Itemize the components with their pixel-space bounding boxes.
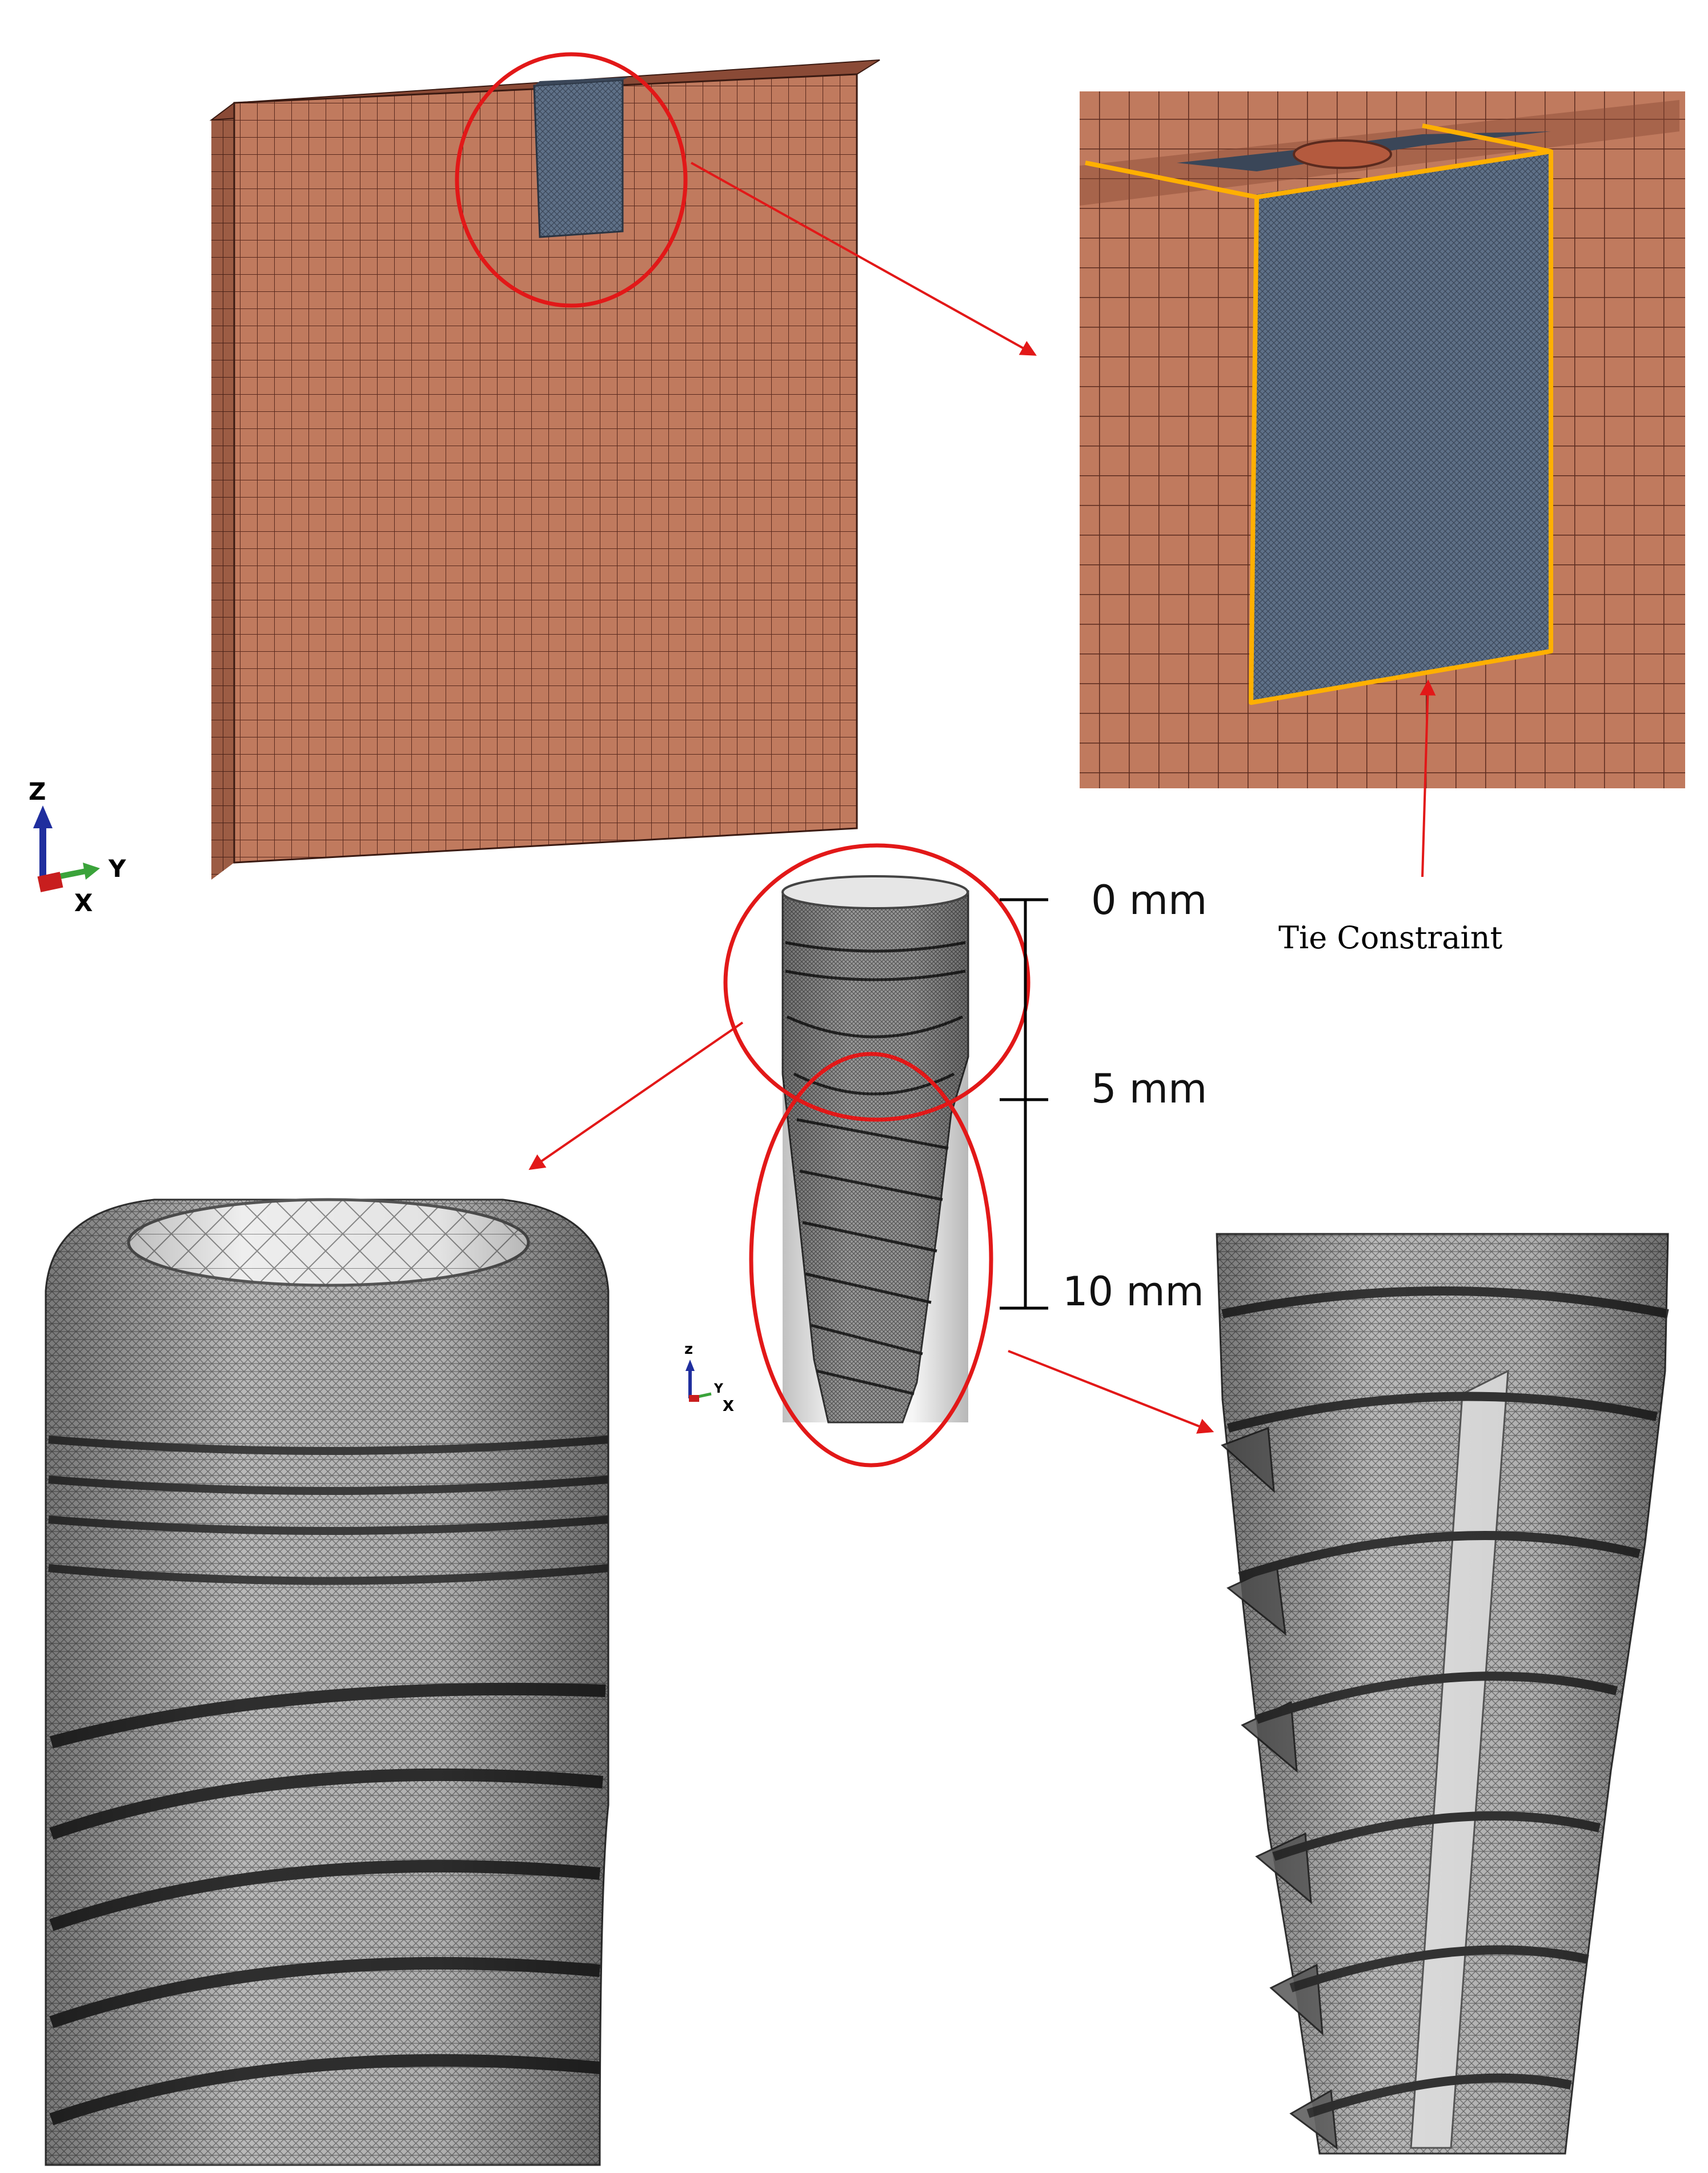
bone-block-view [209,52,1037,880]
scale-label-0: 0 mm [1091,877,1207,924]
highlight-circle-collar [723,843,1031,1122]
implant-top-opening [781,875,969,909]
tie-constraint-detail: Tie Constraint [1080,91,1685,956]
triad-small-z-label: z [684,1341,693,1358]
implant-overview: 0 mm 5 mm 10 mm z Y X [528,843,1214,1468]
implant-collar-zoom [45,1198,610,2166]
tie-constraint-outline [1085,123,1553,199]
triad-z-label: Z [29,777,46,805]
triad-x-label: X [74,889,93,917]
arrow-to-tie-constraint [1420,679,1436,877]
arrow-apex-to-zoom [1008,1350,1214,1434]
scale-label-10: 10 mm [1063,1268,1204,1315]
cancellous-insert [533,79,624,238]
implant-hole [1293,139,1392,169]
highlight-circle-block [455,52,688,308]
triad-small-x-label: X [723,1398,734,1415]
implant-apex-zoom [1216,1233,1669,2155]
cancellous-block-front [1251,151,1551,703]
triad-small-y-label: Y [713,1382,724,1396]
scale-label-5: 5 mm [1091,1065,1207,1112]
arrow-collar-to-zoom [528,1021,744,1170]
highlight-circle-apex [749,1052,993,1468]
tie-constraint-label: Tie Constraint [1278,920,1502,956]
triad-y-label: Y [108,855,126,883]
bone-block-side [211,103,234,880]
coordinate-triad-small: z Y X [684,1341,734,1415]
scale-bar [1000,898,1048,1310]
coordinate-triad-icon: Z Y X [29,777,126,917]
bone-block-front [233,73,858,864]
arrow-block-to-detail [691,162,1037,356]
